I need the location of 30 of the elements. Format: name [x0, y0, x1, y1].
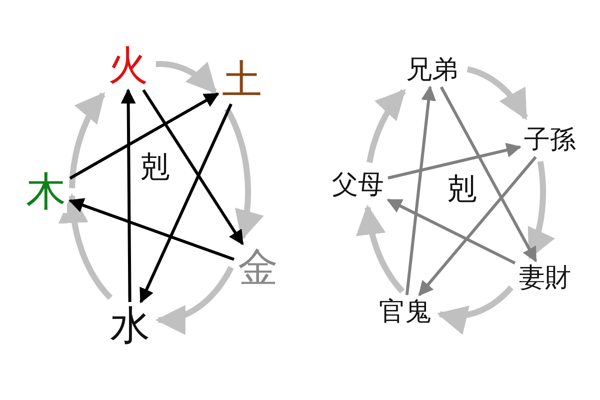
- center-label: 剋: [140, 153, 170, 183]
- arrow: [386, 198, 516, 264]
- element-label: 木: [25, 171, 67, 213]
- cycle-arrow: [436, 285, 514, 335]
- arrow: [418, 156, 537, 296]
- arrow: [405, 86, 436, 296]
- element-label: 子孫: [523, 126, 577, 154]
- arrow: [120, 88, 136, 302]
- cycle-arrow: [58, 193, 113, 300]
- arrow: [68, 198, 234, 261]
- center-label: 剋: [447, 175, 477, 205]
- element-label: 兄弟: [405, 56, 459, 84]
- element-label: 火: [107, 45, 149, 87]
- element-label: 父母: [331, 171, 385, 199]
- element-label: 水: [109, 305, 151, 347]
- arrow: [140, 103, 232, 304]
- cycle-arrow: [224, 107, 264, 241]
- element-label: 妻財: [518, 264, 572, 292]
- cycle-arrow: [527, 160, 556, 260]
- arrow: [142, 89, 244, 246]
- arrow: [440, 86, 538, 262]
- cycle-arrow: [155, 266, 234, 335]
- cycle-arrow: [356, 204, 405, 294]
- arrow: [69, 92, 220, 180]
- arrow: [388, 142, 522, 180]
- cycle-arrow: [69, 92, 106, 190]
- element-label: 官鬼: [378, 298, 432, 326]
- cycle-arrow: [466, 66, 528, 120]
- cycle-arrow: [366, 89, 406, 164]
- cycle-arrow: [154, 61, 217, 94]
